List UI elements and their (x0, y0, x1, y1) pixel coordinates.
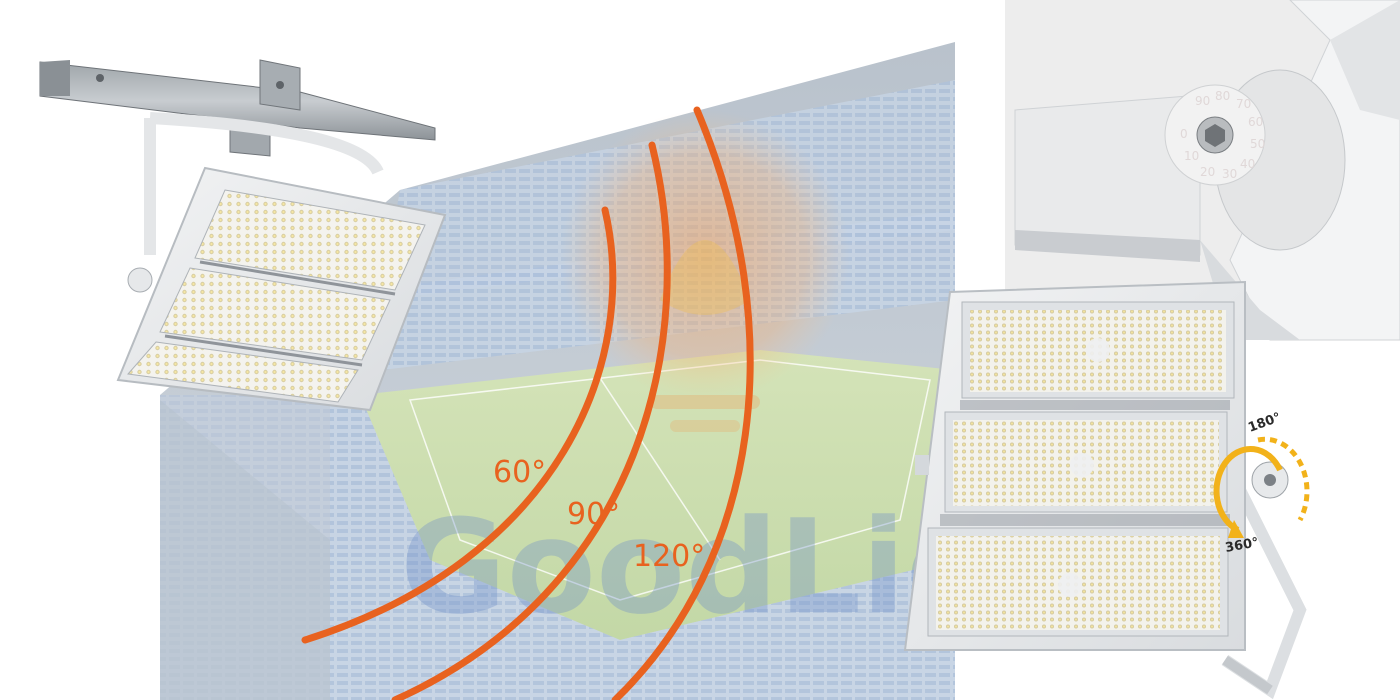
mounting-bracket (39, 59, 436, 293)
right-floodlight (903, 280, 1307, 700)
beam-label-60: 60° (493, 455, 546, 490)
svg-text:10: 10 (1184, 149, 1199, 163)
svg-text:60: 60 (1248, 115, 1263, 129)
svg-text:70: 70 (1236, 97, 1251, 111)
svg-text:0: 0 (1180, 127, 1188, 141)
beam-arc-90 (391, 141, 671, 700)
left-floodlight (39, 59, 447, 412)
svg-text:30: 30 (1222, 167, 1237, 181)
angle-dial-marks: 90 80 70 60 50 40 30 20 10 0 (1180, 89, 1265, 181)
svg-text:20: 20 (1200, 165, 1215, 179)
beam-angle-arcs (301, 106, 754, 700)
svg-text:40: 40 (1240, 157, 1255, 171)
beam-label-90: 90° (567, 497, 620, 532)
beam-label-120: 120° (633, 539, 705, 574)
rotation-label-180: 180° (1246, 410, 1283, 436)
svg-text:90: 90 (1195, 94, 1210, 108)
closeup-inset: 90 80 70 60 50 40 30 20 10 0 (1005, 0, 1400, 341)
svg-text:80: 80 (1215, 89, 1230, 103)
beam-arc-120 (611, 106, 754, 700)
rotation-label-360: 360° (1224, 535, 1260, 556)
svg-text:50: 50 (1250, 137, 1265, 151)
beam-arc-60 (301, 206, 617, 644)
floodlight-body (116, 166, 447, 412)
